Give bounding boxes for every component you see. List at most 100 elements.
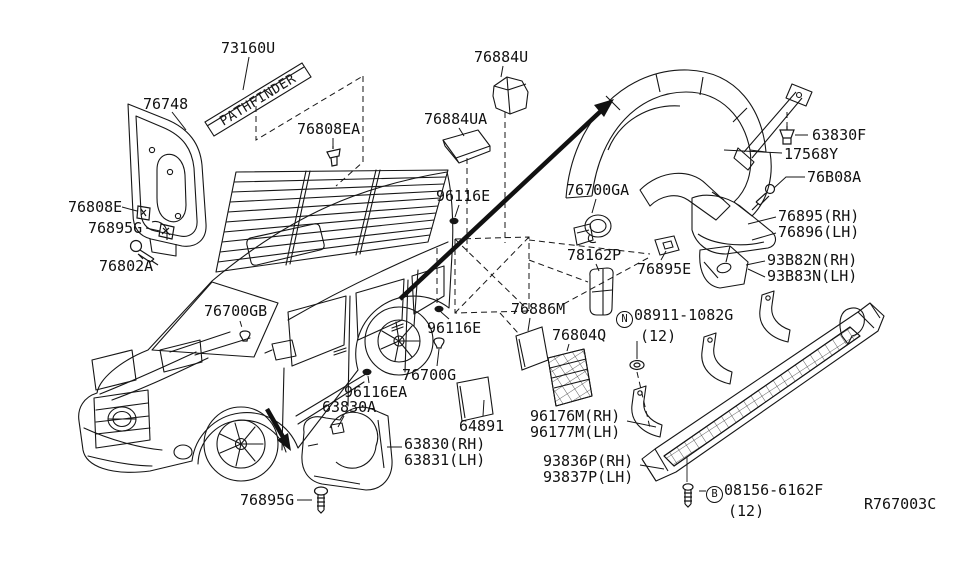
quantity-text: (12) [728,502,765,520]
bolt-08156-icon [682,457,694,508]
label-96116E-lower: 96116E [427,320,481,336]
label-R767003C: R767003C [864,496,936,512]
part-number-text: 93836P(RH) [543,452,634,470]
part-number-text: 64891 [459,417,505,435]
mud-guard-front-63830 [301,406,393,491]
label-96176M-RH: 96176M(RH) [530,408,620,424]
label-76884U: 76884U [474,49,528,65]
dot-96116e-upper [449,217,459,225]
bracket-17568y [733,83,813,171]
label-63831-LH: 63831(LH) [404,452,485,468]
clip-63830a-icon [330,422,345,435]
part-number-text: 76802A [99,257,154,275]
part-number-text: 76895G [88,219,143,237]
grommet-76700ga [573,214,612,246]
part-number-text: 76895G [240,491,295,509]
part-number-text: 76895(RH) [778,207,860,225]
dashed-reference-lines [239,75,788,429]
part-number-text: 96177M(LH) [530,423,621,441]
part-number-text: 73160U [221,39,276,57]
part-number-text: 93B82N(RH) [767,251,858,269]
label-76896-LH: 76896(LH) [778,224,859,240]
nut-08911-icon [629,359,645,371]
part-number-text: 76808E [68,198,123,216]
label-78162P: 78162P [567,247,621,263]
label-76895E: 76895E [637,261,691,277]
mud-guard-rear-76895 [691,191,777,255]
part-76884ua-spacer [442,129,491,164]
part-number-text: 76748 [143,95,189,113]
part-number-text: 76804Q [552,326,607,344]
part-number-text: 76B08A [807,168,862,186]
label-76700G: 76700G [402,367,456,383]
label-76748: 76748 [143,96,188,112]
part-number-text: 76700GB [204,302,268,320]
pointer-arrows [265,99,614,451]
label-76895G-lower: 76895G [240,492,294,508]
fastener-dots [362,217,459,376]
label-76808E: 76808E [68,199,122,215]
vent-76804q [547,348,593,407]
screw-76802a-icon [129,239,159,266]
label-63830-RH: 63830(RH) [404,436,485,452]
part-number-text: 63830F [812,126,867,144]
quantity-text: (12) [640,327,677,345]
part-number-text: 96176M(RH) [530,407,621,425]
clip-76808e-icon [136,205,151,221]
dot-96116ea [362,368,372,376]
part-number-text: 76895E [637,260,692,278]
part-number-text: 96116EA [344,383,408,401]
part-76884u-spacer [492,76,529,115]
part-number-text: 17568Y [784,145,839,163]
label-64891: 64891 [459,418,504,434]
label-76895G-upper: 76895G [88,220,142,236]
vehicle-pathfinder [78,169,454,482]
label-76700GB: 76700GB [204,303,267,319]
strip-64891 [456,376,494,422]
label-93837P-LH: 93837P(LH) [543,469,633,485]
part-number-text: 63830A [322,398,377,416]
label-76886M: 76886M [511,301,565,317]
clip-76700g-icon [433,337,445,349]
part-number-text: 96116E [427,319,482,337]
label-93836P-RH: 93836P(RH) [543,453,633,469]
part-number-text: 76896(LH) [778,223,860,241]
circled-letter: B [706,486,723,503]
part-number-text: 76884UA [424,110,488,128]
label-76808EA: 76808EA [297,121,360,137]
label-76884UA: 76884UA [424,111,487,127]
clip-76895g-upper-icon [158,223,175,240]
part-number-text: 08911-1082G [634,306,734,324]
running-board-93836p [641,302,885,482]
label-96177M-LH: 96177M(LH) [530,424,620,440]
label-76895-RH: 76895(RH) [778,208,859,224]
label-76804Q: 76804Q [552,327,606,343]
part-number-text: 96116E [436,187,491,205]
label-73160U: 73160U [221,40,275,56]
part-78162p [589,267,614,316]
part-number-text: 93837P(LH) [543,468,634,486]
label-76802A: 76802A [99,258,153,274]
part-number-text: 76808EA [297,120,361,138]
part-number-text: 76700GA [566,181,630,199]
part-number-text: 76700G [402,366,457,384]
screw-76b08a-icon [751,183,776,211]
circled-letter: N [616,311,633,328]
leader-lines [121,56,808,501]
label-93B83N-LH: 93B83N(LH) [767,268,857,284]
part-number-text: 76884U [474,48,529,66]
label-76B08A: 76B08A [807,169,861,185]
label-17568Y: 17568Y [784,146,838,162]
label-76700GA: 76700GA [566,182,629,198]
part-number-text: 08156-6162F [724,481,824,499]
clip-76895e [654,235,680,256]
dot-96116e-lower [434,305,444,313]
part-number-text: 93B83N(LH) [767,267,858,285]
label-93B82N-RH: 93B82N(RH) [767,252,857,268]
label-96116EA: 96116EA [344,384,407,400]
